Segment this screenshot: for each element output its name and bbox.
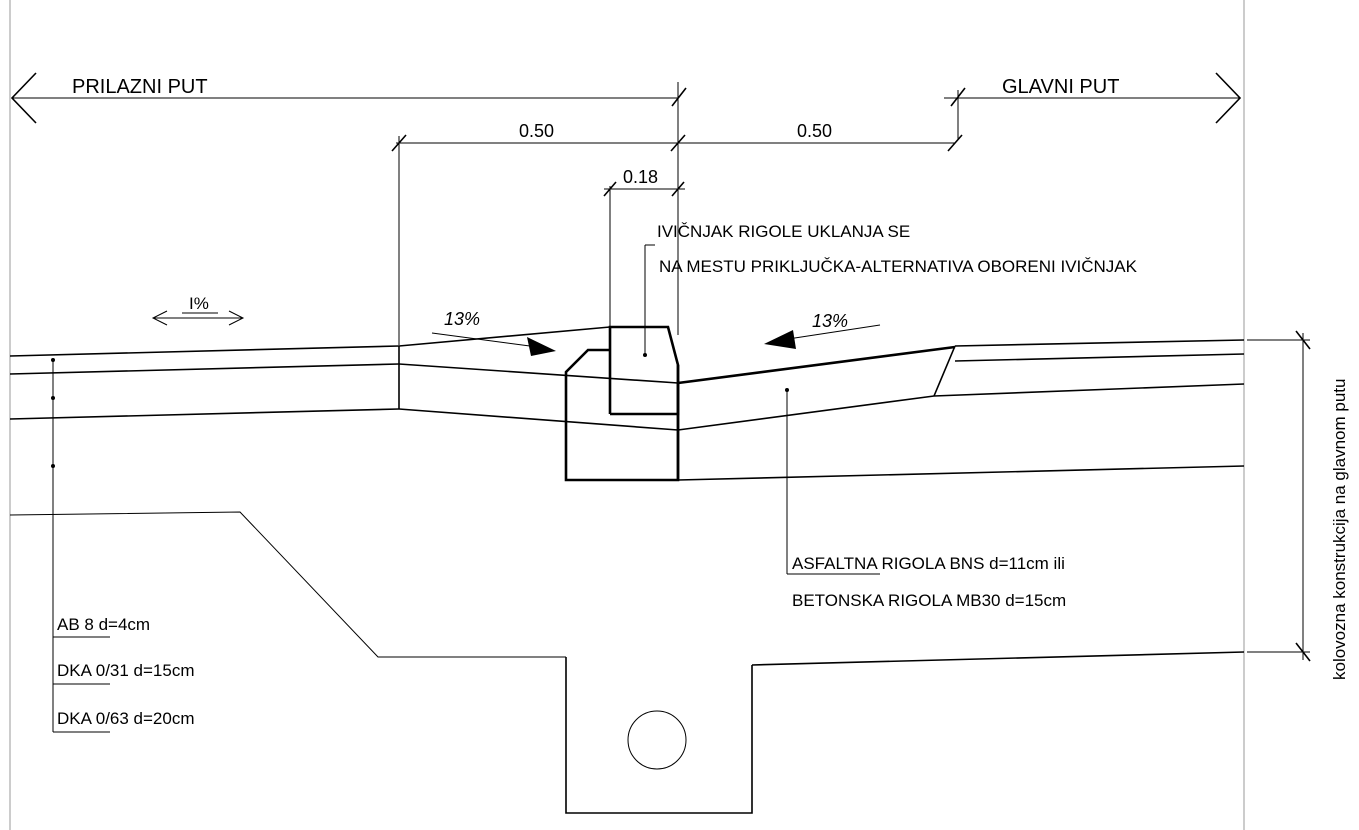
gutter-note-line1: ASFALTNA RIGOLA BNS d=11cm ili: [792, 554, 1065, 573]
mid-width-tick: [670, 134, 686, 152]
left-road-label: PRILAZNI PUT: [72, 76, 208, 98]
trench-outline: [565, 657, 753, 814]
layers-dot-1: [51, 358, 55, 362]
main-subgrade-line: [751, 651, 1245, 666]
width-dimension: [391, 134, 963, 345]
wedge-bottom-line: [398, 408, 679, 431]
curb-left-tick: [603, 181, 617, 197]
main-road-structure-dimension: [1247, 330, 1311, 662]
curb-note-leader: [643, 244, 655, 357]
right-tick-top: [950, 87, 966, 107]
layer-label-1: AB 8 d=4cm: [57, 615, 150, 634]
slope-marker-mid-left: [431, 332, 556, 356]
curb-note-line1: IVIČNJAK RIGOLE UKLANJA SE: [657, 222, 910, 241]
wedge-top-line: [398, 326, 611, 347]
main-road-layers: [751, 339, 1245, 666]
left-road-arrowhead: [10, 72, 37, 124]
drain-trench: [565, 657, 753, 814]
approach-surface-line: [9, 345, 400, 357]
approach-layer-line-1: [9, 363, 400, 375]
slope-mid-right-label: 13%: [812, 311, 848, 331]
layer-label-3: DKA 0/63 d=20cm: [57, 709, 195, 728]
layers-dot-3: [51, 464, 55, 468]
top-dimension-arrows: [10, 72, 1242, 335]
right-width-label: 0.50: [797, 121, 832, 141]
drain-pipe-circle: [627, 710, 687, 770]
curb-right-tick: [671, 181, 685, 197]
slope-mid-right-arrowhead: [764, 330, 796, 349]
approach-layer-line-2: [9, 408, 400, 420]
gutter-bottom-line: [677, 395, 935, 431]
left-width-tick: [391, 134, 407, 152]
approach-road-layers: [9, 345, 566, 658]
slope-left-arrow-left: [151, 310, 168, 326]
right-width-tick: [947, 134, 963, 152]
left-width-label: 0.50: [519, 121, 554, 141]
layers-leader: [51, 358, 110, 733]
main-layer-line-2: [933, 383, 1245, 397]
curb-note-line2: NA MESTU PRIKLJUČKA-ALTERNATIVA OBORENI …: [659, 257, 1138, 276]
slope-left-label: I%: [189, 294, 209, 313]
gutter-note-line2: BETONSKA RIGOLA MB30 d=15cm: [792, 591, 1066, 610]
vdim-bottom-tick: [1295, 642, 1311, 662]
slope-mid-left-arrowhead: [527, 337, 556, 356]
approach-subgrade-line: [9, 511, 566, 658]
slope-mid-left-label: 13%: [444, 309, 480, 329]
gutter-assembly: [398, 325, 1245, 482]
slope-marker-left: [151, 310, 245, 326]
wedge-layer-line: [398, 363, 679, 384]
gutter-joint-line: [933, 345, 956, 397]
right-road-arrowhead: [1215, 72, 1242, 124]
slope-left-arrow-right: [228, 310, 245, 326]
gutter-foundation-line: [677, 465, 1245, 481]
vdim-top-tick: [1295, 330, 1311, 350]
right-road-label: GLAVNI PUT: [1002, 76, 1119, 98]
curb-stone: [608, 325, 680, 416]
main-surface-line: [954, 339, 1245, 347]
gutter-surface-line: [677, 345, 956, 385]
curb-width-dimension: [603, 181, 685, 327]
axis-tick-top: [671, 87, 687, 107]
gutter-note-leader: [786, 390, 880, 575]
curb-leader-dot: [643, 353, 647, 357]
slope-mid-left-line: [431, 332, 546, 349]
layers-dot-2: [51, 396, 55, 400]
vertical-structure-label: kolovozna konstrukcija na glavnom putu: [1330, 379, 1349, 680]
curb-width-label: 0.18: [623, 167, 658, 187]
slope-marker-mid-right: [764, 324, 881, 349]
main-layer-line-1: [954, 353, 1245, 362]
layer-label-2: DKA 0/31 d=15cm: [57, 661, 195, 680]
